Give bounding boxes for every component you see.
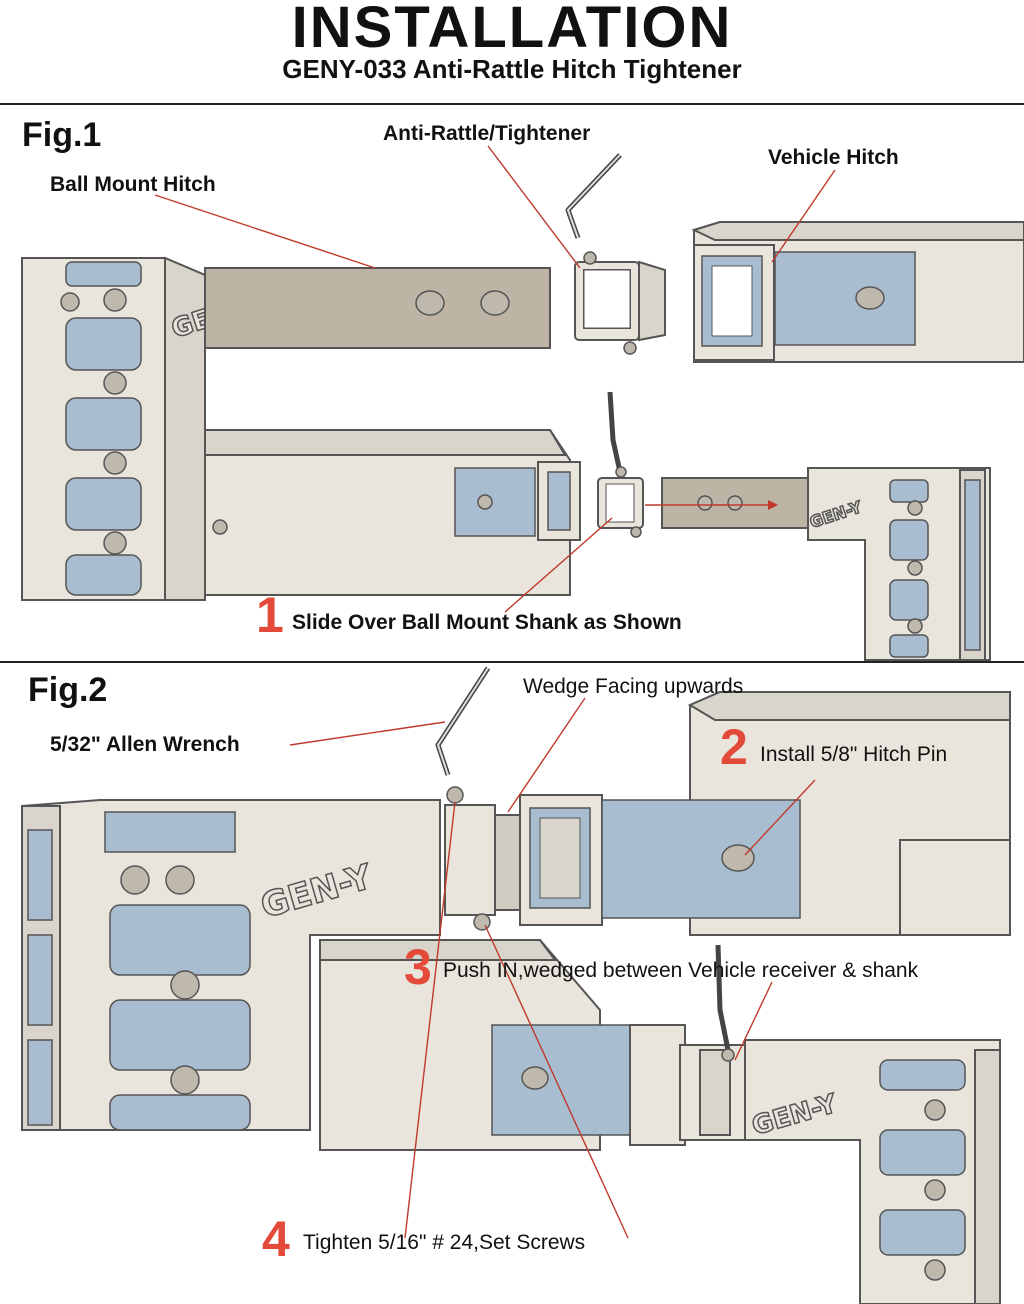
fig1-tightener-top	[565, 153, 666, 355]
callout-ball-mount-hitch: Ball Mount Hitch	[50, 173, 216, 196]
page-subtitle: GENY-033 Anti-Rattle Hitch Tightener	[282, 54, 742, 84]
fig2-assembled-view: GEN-Y	[319, 939, 1001, 1304]
callout-anti-rattle-tightener: Anti-Rattle/Tightener	[383, 122, 591, 145]
callout-wedge-facing-upwards: Wedge Facing upwards	[523, 675, 744, 698]
fig2-leader-lines	[289, 697, 816, 1239]
divider-middle	[0, 661, 1024, 663]
step-4-text: Tighten 5/16" # 24,Set Screws	[303, 1231, 586, 1254]
divider-top	[0, 103, 1024, 105]
fig1-leader-lines	[154, 145, 836, 613]
fig1-assembly-bottom: GEN-Y	[597, 391, 991, 661]
step-1-number: 1	[256, 587, 284, 643]
step-4-number: 4	[262, 1211, 290, 1267]
step-2-text: Install 5/8" Hitch Pin	[760, 743, 948, 766]
fig2-label: Fig.2	[28, 671, 108, 709]
step-2-number: 2	[720, 719, 748, 775]
fig2-vehicle-receiver	[519, 691, 1011, 936]
fig1-label: Fig.1	[22, 116, 102, 154]
fig1-vehicle-hitch	[691, 221, 1024, 363]
fig1-ball-mount-large: GEN-Y	[21, 256, 581, 601]
callout-allen-wrench: 5/32" Allen Wrench	[50, 733, 240, 756]
callout-vehicle-hitch: Vehicle Hitch	[768, 146, 899, 169]
step-1-text: Slide Over Ball Mount Shank as Shown	[292, 611, 682, 634]
step-3-text: Push IN,wedged between Vehicle receiver …	[443, 959, 919, 982]
step-3-number: 3	[404, 939, 432, 995]
page-title: INSTALLATION	[291, 0, 733, 60]
